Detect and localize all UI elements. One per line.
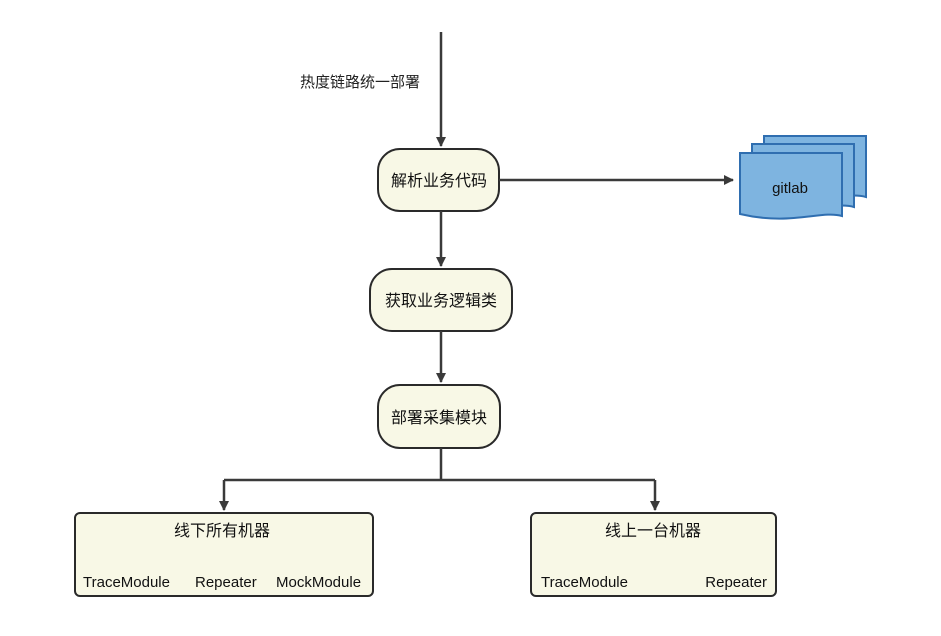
online-module-repeater: Repeater (705, 574, 767, 591)
offline-machines-title: 线下所有机器 (174, 521, 270, 540)
offline-module-trace: TraceModule (83, 574, 170, 591)
offline-module-mock: MockModule (276, 574, 361, 591)
fetch-logic-label: 获取业务逻辑类 (385, 291, 497, 310)
online-machine-box[interactable] (530, 512, 777, 597)
entry-label: 热度链路统一部署 (300, 73, 420, 91)
deploy-module-step[interactable] (377, 384, 501, 449)
offline-machines-box[interactable] (74, 512, 374, 597)
online-machine-title: 线上一台机器 (605, 521, 701, 540)
gitlab-label: gitlab (772, 180, 808, 197)
deploy-module-label: 部署采集模块 (391, 408, 487, 427)
online-module-trace: TraceModule (541, 574, 628, 591)
parse-code-label: 解析业务代码 (391, 171, 487, 190)
gitlab-repository[interactable]: gitlab (739, 135, 867, 220)
offline-module-repeater: Repeater (195, 574, 257, 591)
multi-document-icon-front (739, 152, 843, 220)
